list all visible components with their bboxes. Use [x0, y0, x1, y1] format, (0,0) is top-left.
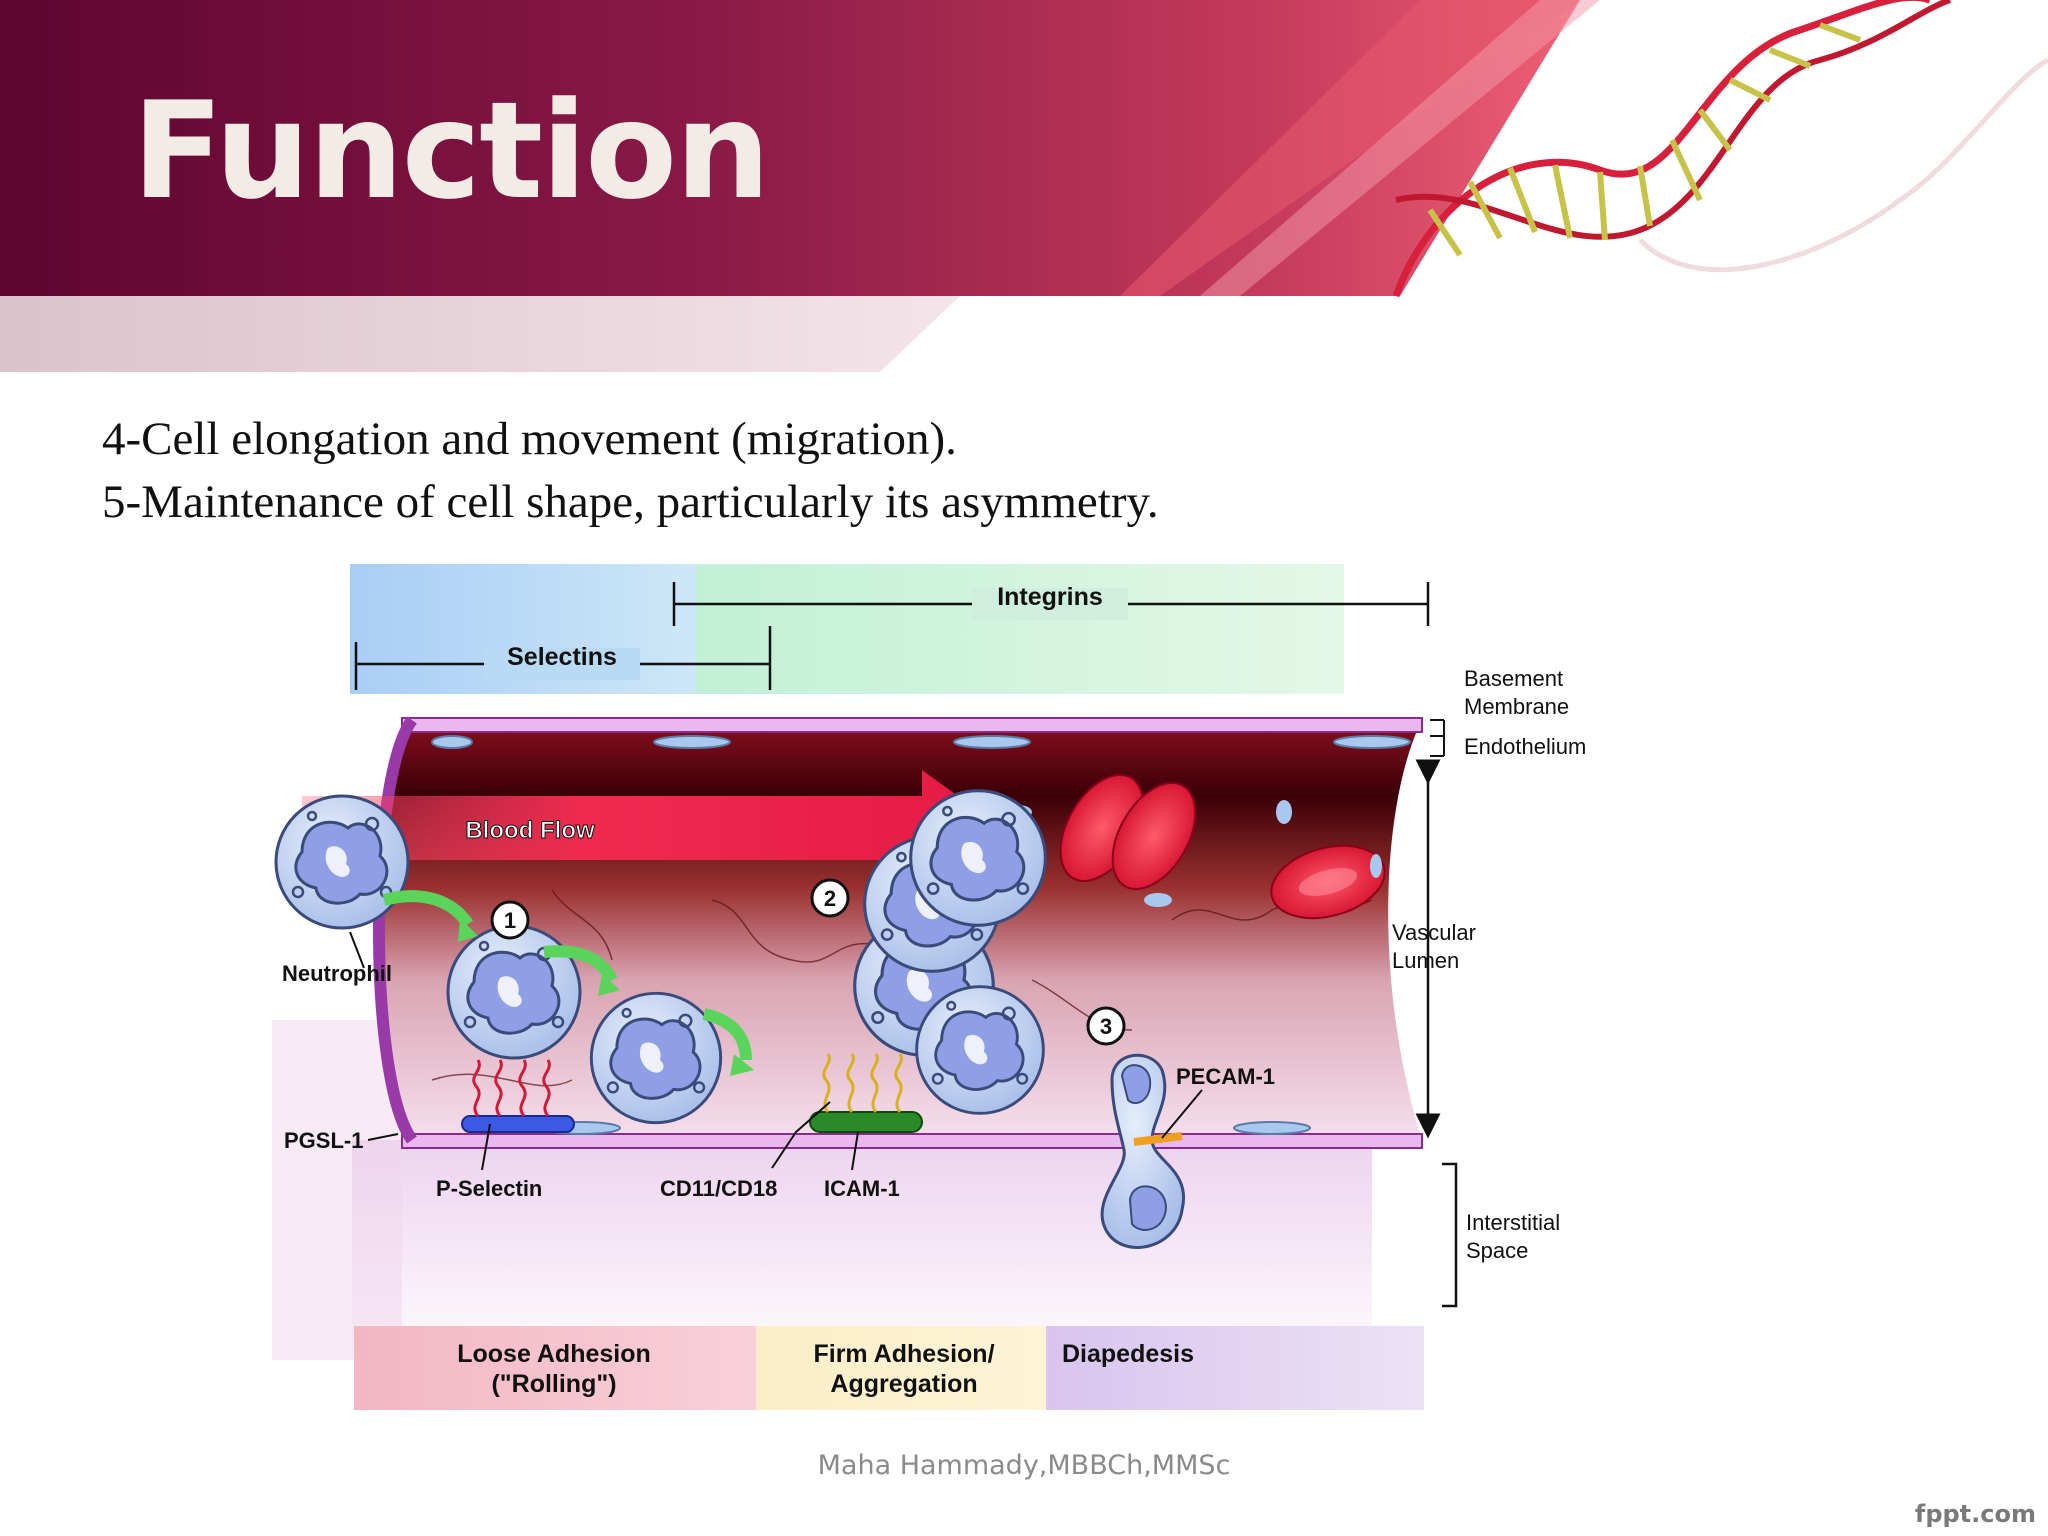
- step-marker: 2: [810, 878, 850, 918]
- bullet-item: 4-Cell elongation and movement (migratio…: [102, 413, 957, 465]
- slide-title: Function: [132, 73, 771, 229]
- brand-watermark: fppt.com: [1914, 1500, 2036, 1528]
- endothelium-label: Endothelium: [1464, 734, 1586, 759]
- pecam-label: PECAM-1: [1176, 1064, 1275, 1089]
- footer-author: Maha Hammady,MBBCh,MMSc: [817, 1450, 1231, 1481]
- step-3-label: 3: [1100, 1014, 1112, 1039]
- dna-helix-icon: [1392, 0, 2048, 298]
- bullet-item: 5-Maintenance of cell shape, particularl…: [102, 476, 1159, 528]
- step-marker: 3: [1086, 1006, 1126, 1046]
- leukocyte-extravasation-diagram: Integrins Selectins: [272, 564, 1586, 1410]
- vascular-lumen-label: Lumen: [1392, 948, 1459, 973]
- pgsl-label: PGSL-1: [284, 1128, 363, 1153]
- stage-aggregation-label: Aggregation: [830, 1370, 977, 1398]
- diapedesis-cell: [1100, 1053, 1186, 1249]
- icam-label: ICAM-1: [824, 1176, 900, 1201]
- selectins-label: Selectins: [507, 643, 617, 671]
- cd11-cd18-label: CD11/CD18: [660, 1176, 777, 1201]
- stage-diapedesis-label: Diapedesis: [1062, 1340, 1194, 1368]
- stage-firm-adhesion-label: Firm Adhesion/: [813, 1340, 994, 1368]
- vascular-lumen-label: Vascular: [1392, 920, 1476, 945]
- integrins-label: Integrins: [997, 583, 1103, 611]
- step-2-label: 2: [824, 886, 836, 911]
- header-banner: [0, 0, 2048, 372]
- interstitial-space-label: Space: [1466, 1238, 1528, 1263]
- icam-receptors: [809, 1053, 923, 1133]
- step-1-label: 1: [504, 908, 516, 933]
- step-marker: 1: [490, 900, 530, 940]
- basement-membrane-label: Basement: [1464, 666, 1563, 691]
- basement-membrane-label: Membrane: [1464, 694, 1569, 719]
- integrins-bracket: Integrins: [672, 582, 1430, 626]
- stage-rolling-label: ("Rolling"): [491, 1370, 616, 1398]
- blood-flow-label: Blood Flow: [465, 817, 595, 844]
- blood-flow-arrow: Blood Flow: [302, 770, 1002, 886]
- selectins-bracket: Selectins: [354, 626, 772, 690]
- interstitial-space-label: Interstitial: [1466, 1210, 1560, 1235]
- stage-loose-adhesion-label: Loose Adhesion: [457, 1340, 651, 1368]
- p-selectin-label: P-Selectin: [436, 1176, 542, 1201]
- bullet-list: 4-Cell elongation and movement (migratio…: [102, 408, 1159, 534]
- rolling-arrows: [382, 890, 754, 1076]
- neutrophil-label: Neutrophil: [282, 961, 392, 986]
